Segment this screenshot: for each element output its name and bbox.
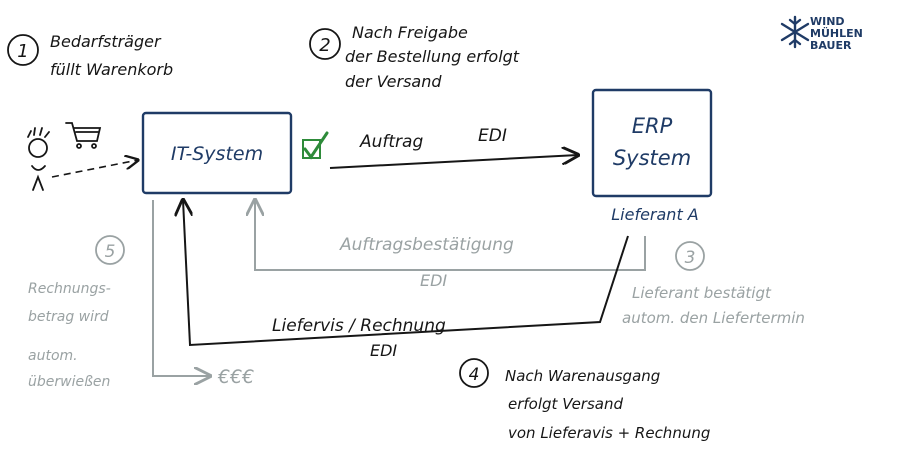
erp-caption: Lieferant A xyxy=(611,205,699,224)
confirmation-label: Auftragsbestätigung xyxy=(339,235,514,255)
it-system-box xyxy=(141,111,293,195)
order-arrow xyxy=(329,155,578,169)
step-2: 2 Nach Freigabe der Bestellung erfolgt d… xyxy=(309,23,520,91)
erp-system-box xyxy=(591,88,713,198)
order-channel: EDI xyxy=(478,126,507,146)
erp-label-line-1: ERP xyxy=(632,114,673,138)
step-4-circle xyxy=(459,358,489,388)
step-5-number: 5 xyxy=(105,242,116,262)
step-5-line-2: betrag wird xyxy=(28,309,109,325)
step-4-line-2: erfolgt Versand xyxy=(508,395,623,413)
logo-line-1: WIND xyxy=(810,15,845,28)
step-5-line-3: autom. xyxy=(28,348,78,364)
step-1-line-1: Bedarfsträger xyxy=(50,32,162,51)
step-2-number: 2 xyxy=(319,35,330,56)
shopping-cart-icon xyxy=(65,122,102,149)
step-3: 3 Lieferant bestätigt autom. den Liefert… xyxy=(622,241,805,327)
logo-line-2: MÜHLEN xyxy=(810,26,863,40)
step-2-line-1: Nach Freigabe xyxy=(352,23,468,42)
step-1: 1 Bedarfsträger füllt Warenkorb xyxy=(7,32,173,79)
step-1-number: 1 xyxy=(17,41,28,62)
step-5-line-4: überwießen xyxy=(28,374,110,390)
user-to-it-system-arrow xyxy=(51,160,138,178)
invoice-arrow xyxy=(183,200,629,347)
step-2-line-2: der Bestellung erfolgt xyxy=(345,47,520,66)
step-4-line-3: von Lieferavis + Rechnung xyxy=(508,424,710,442)
step-2-line-3: der Versand xyxy=(345,72,442,91)
step-4-number: 4 xyxy=(469,365,480,385)
step-3-line-1: Lieferant bestätigt xyxy=(632,284,772,302)
step-1-line-2: füllt Warenkorb xyxy=(50,60,173,79)
step-3-circle xyxy=(675,241,705,271)
payment-arrow xyxy=(152,200,210,376)
confirmation-channel: EDI xyxy=(420,271,447,290)
payment-label: €€€ xyxy=(217,366,254,388)
step-4: 4 Nach Warenausgang erfolgt Versand von … xyxy=(459,358,710,442)
step-5: 5 Rechnungs- betrag wird autom. überwieß… xyxy=(28,235,125,390)
company-logo: WIND MÜHLEN BAUER xyxy=(780,15,863,52)
step-1-circle xyxy=(7,34,39,66)
logo-line-3: BAUER xyxy=(810,39,852,52)
step-3-line-2: autom. den Liefertermin xyxy=(622,309,805,327)
step-3-number: 3 xyxy=(685,248,696,268)
snowflake-icon xyxy=(780,15,810,49)
step-4-line-1: Nach Warenausgang xyxy=(505,367,660,385)
confirmation-arrow xyxy=(255,200,646,271)
it-system-label: IT-System xyxy=(171,143,263,165)
step-2-circle xyxy=(309,28,341,60)
step-5-circle xyxy=(95,235,125,265)
erp-system-node: ERP System Lieferant A xyxy=(591,88,713,224)
user-icon xyxy=(27,127,50,191)
erp-label-line-2: System xyxy=(613,146,691,170)
it-system-node: IT-System xyxy=(141,111,293,195)
invoice-channel: EDI xyxy=(370,341,397,360)
order-label: Auftrag xyxy=(359,132,423,152)
step-5-line-1: Rechnungs- xyxy=(28,281,111,297)
invoice-label: Liefervis / Rechnung xyxy=(272,316,446,336)
checkmark-icon xyxy=(302,131,329,160)
